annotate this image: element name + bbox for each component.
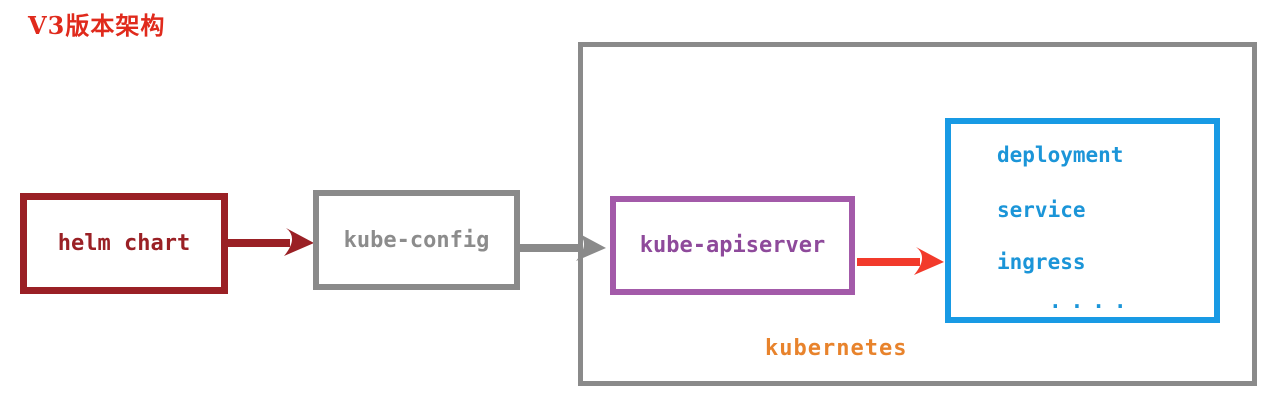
arrow-config-to-apiserver-icon [519, 233, 606, 261]
resource-item-ellipsis: .... [1049, 289, 1136, 313]
kube-apiserver-label: kube-apiserver [639, 233, 826, 258]
kube-config-node: kube-config [313, 190, 520, 290]
arrow-apiserver-to-resources-icon [857, 247, 944, 275]
diagram-title: V3版本架构 [28, 11, 166, 40]
resources-box: deployment service ingress .... [945, 118, 1220, 323]
resource-item-service: service [997, 198, 1086, 222]
resource-item-deployment: deployment [997, 143, 1124, 167]
helm-chart-node: helm chart [20, 193, 228, 294]
arrow-helm-to-config-icon [227, 228, 314, 256]
kube-config-label: kube-config [343, 227, 490, 253]
kube-apiserver-node: kube-apiserver [610, 196, 855, 295]
kubernetes-label: kubernetes [765, 336, 908, 361]
kubernetes-cluster-box [578, 42, 1257, 386]
resource-item-ingress: ingress [997, 250, 1086, 274]
helm-chart-label: helm chart [57, 231, 191, 256]
